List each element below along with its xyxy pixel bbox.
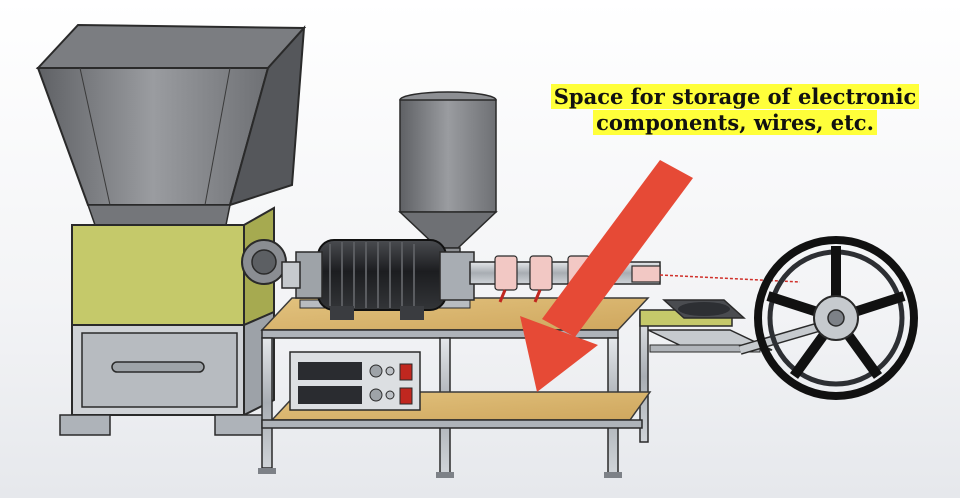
extruder-motor xyxy=(281,239,475,320)
cooling-fan xyxy=(662,299,746,319)
shredder-hopper xyxy=(35,23,307,226)
storage-callout: Space for storage of electronic componen… xyxy=(520,84,950,135)
filament-spool xyxy=(738,236,918,400)
red-arrow-icon xyxy=(520,160,693,392)
callout-line-1: Space for storage of electronic xyxy=(550,84,920,109)
extruder-hopper xyxy=(398,91,498,265)
control-panel xyxy=(289,351,421,411)
extruder-barrel xyxy=(469,255,801,303)
shredder-body xyxy=(59,206,287,436)
callout-line-2: components, wires, etc. xyxy=(593,109,877,135)
